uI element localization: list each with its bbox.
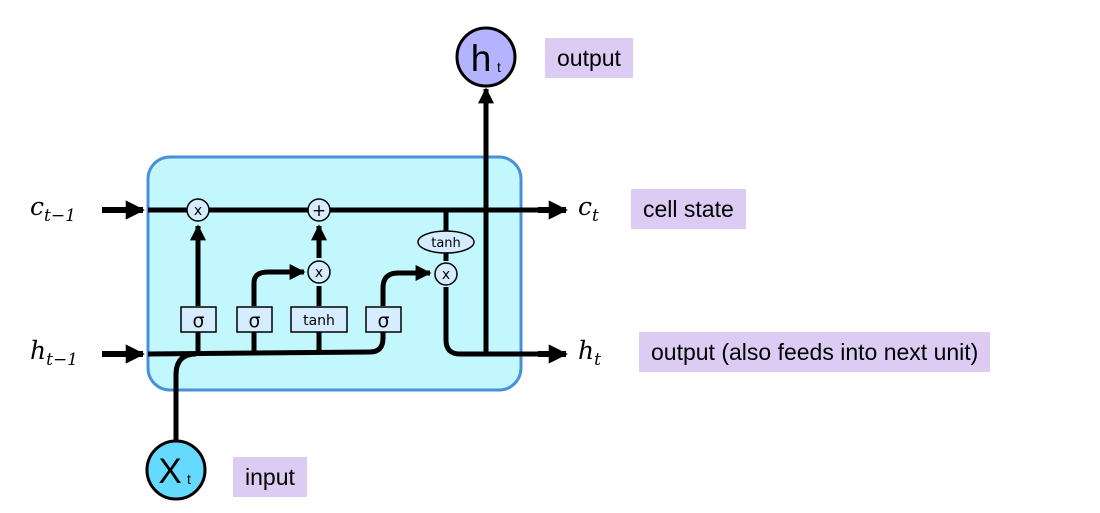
cell-state-label: cell state [631, 189, 746, 229]
h-next-sub: t [594, 350, 601, 370]
input-to-mult-arrow [251, 263, 306, 306]
gate-sigma-output-label: σ [377, 310, 389, 332]
c-prev-sub: t−1 [44, 206, 76, 226]
gate-tanh-candidate-label: tanh [303, 313, 335, 329]
input-label: input [233, 457, 307, 497]
c-next-label: ct [578, 192, 599, 225]
mult-to-hidden-out [443, 287, 540, 357]
h-prev-sub: t−1 [46, 350, 79, 370]
gate-tanh-cell: tanh [417, 230, 475, 254]
gate-sigma-input: σ [236, 306, 273, 333]
gate-sigma-forget-label: σ [192, 310, 204, 332]
output-node: h t [455, 26, 517, 88]
gate-tanh-candidate: tanh [290, 306, 348, 333]
output-node-sub: t [497, 59, 501, 75]
op-add-cell-label: + [312, 201, 326, 221]
c-prev-label: ct−1 [30, 192, 76, 225]
h-next-label: ht [578, 336, 601, 369]
output-node-letter: h [471, 38, 492, 79]
gate-sigma-forget: σ [180, 306, 217, 333]
c-next-base: c [578, 192, 593, 221]
gate-tanh-cell-label: tanh [431, 236, 461, 251]
op-mult-forget: x [186, 198, 210, 222]
input-node: X t [145, 439, 207, 501]
op-mult-output: x [434, 262, 458, 286]
c-next-sub: t [592, 206, 599, 226]
h-prev-label: ht−1 [30, 336, 78, 369]
c-prev-base: c [30, 192, 45, 221]
input-x-line [173, 351, 197, 440]
op-add-cell: + [307, 198, 331, 222]
op-mult-forget-label: x [194, 203, 202, 219]
op-mult-input: x [307, 260, 331, 284]
op-mult-output-label: x [442, 267, 450, 283]
gate-sigma-output: σ [365, 306, 402, 333]
output-label: output [545, 38, 633, 78]
gate-sigma-input-label: σ [248, 310, 260, 332]
input-node-sub: t [187, 471, 191, 487]
hidden-input-bus [147, 332, 386, 357]
input-node-letter: X [158, 452, 181, 491]
h-next-base: h [578, 336, 595, 365]
output-gate-to-mult-arrow [380, 264, 432, 306]
hidden-output-label: output (also feeds into next unit) [639, 332, 991, 372]
op-mult-input-label: x [315, 265, 323, 281]
h-prev-base: h [30, 336, 47, 365]
